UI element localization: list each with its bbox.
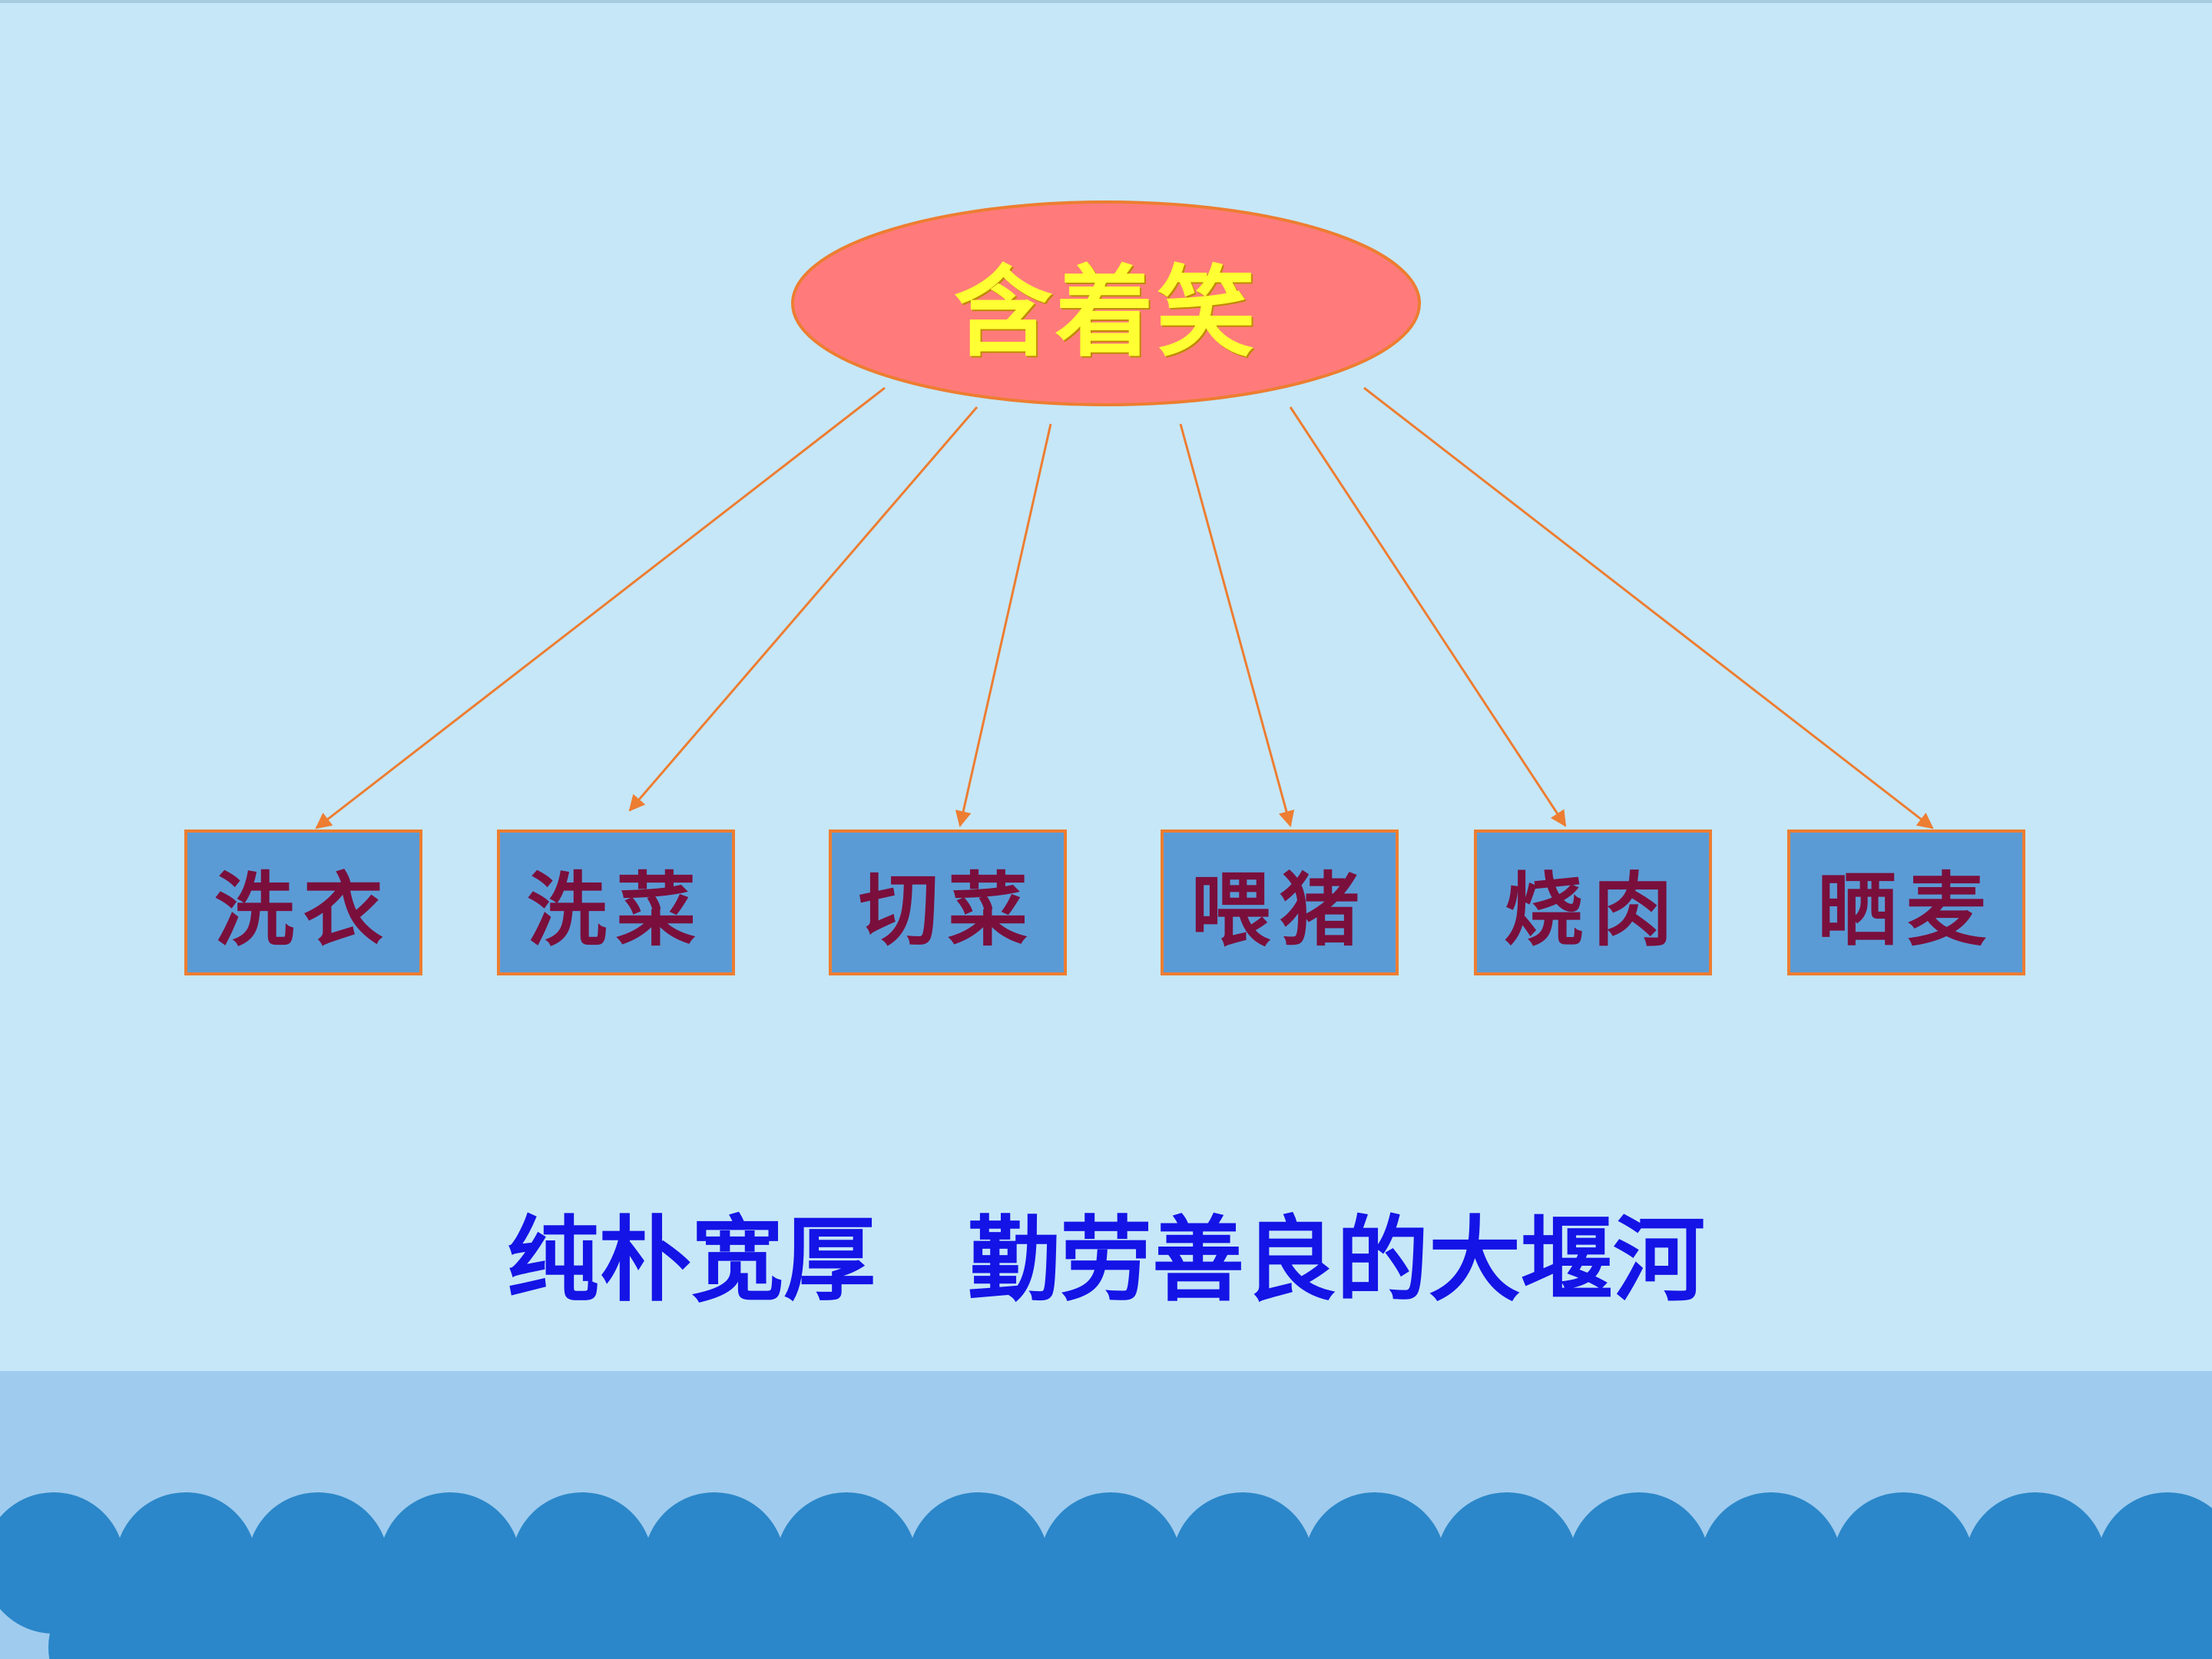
lower-wave-arc: [1898, 1577, 2039, 1659]
lower-wave-arc: [1105, 1577, 1247, 1659]
lower-wave-arc: [1502, 1577, 1643, 1659]
lower-wave-arc: [841, 1577, 982, 1659]
conclusion-text: 纯朴宽厚 勤劳善良的大堰河: [507, 1207, 1705, 1314]
lower-wave-arc: [313, 1577, 454, 1659]
lower-wave-arc: [709, 1577, 850, 1659]
wave-decoration: [0, 1492, 2212, 1659]
arrow-5: [1289, 406, 1567, 827]
top-border: [0, 0, 2212, 3]
arrow-3: [955, 423, 1052, 828]
lower-wave-arc: [1237, 1577, 1379, 1659]
lower-wave-arc: [180, 1577, 322, 1659]
lower-wave-arc: [1634, 1577, 1775, 1659]
arrow-group: [315, 386, 1934, 830]
lower-wave-arc: [48, 1577, 190, 1659]
arrow-4: [1179, 423, 1295, 828]
center-node-label: 含着笑: [953, 254, 1258, 370]
node-dry-wheat: 晒麦: [1787, 830, 2025, 975]
node-feed-pigs: 喂猪: [1161, 830, 1399, 975]
lower-wave-arc: [577, 1577, 718, 1659]
lower-wave-arc: [2162, 1580, 2212, 1659]
lower-wave-arc: [1766, 1577, 1907, 1659]
node-wash-clothes: 洗衣: [184, 830, 422, 975]
lower-wave-arc: [1369, 1577, 1511, 1659]
node-cook-meat: 烧肉: [1474, 830, 1712, 975]
center-ellipse: [791, 200, 1421, 406]
arrow-1: [315, 386, 886, 830]
node-wash-vegetables: 洗菜: [497, 830, 735, 975]
node-cut-vegetables: 切菜: [829, 830, 1067, 975]
lower-wave-arc: [445, 1577, 586, 1659]
arrow-2: [628, 406, 979, 812]
lower-wave-arc: [2030, 1577, 2171, 1659]
arrow-6: [1363, 386, 1934, 830]
lower-wave-arc: [973, 1577, 1114, 1659]
